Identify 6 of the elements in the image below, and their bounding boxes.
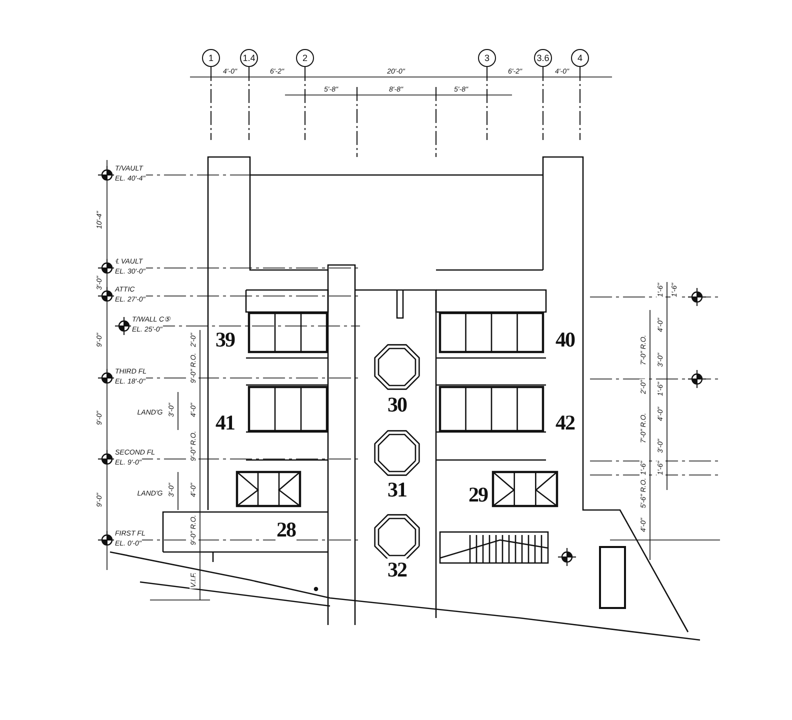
grid-bubble: 4 — [571, 49, 589, 67]
grid-bubble: 1.4 — [240, 49, 258, 67]
grid-bubble: 3.6 — [534, 49, 552, 67]
grid-bubble: 3 — [478, 49, 496, 67]
grid-bubble: 1 — [202, 49, 220, 67]
grid-bubble: 2 — [296, 49, 314, 67]
